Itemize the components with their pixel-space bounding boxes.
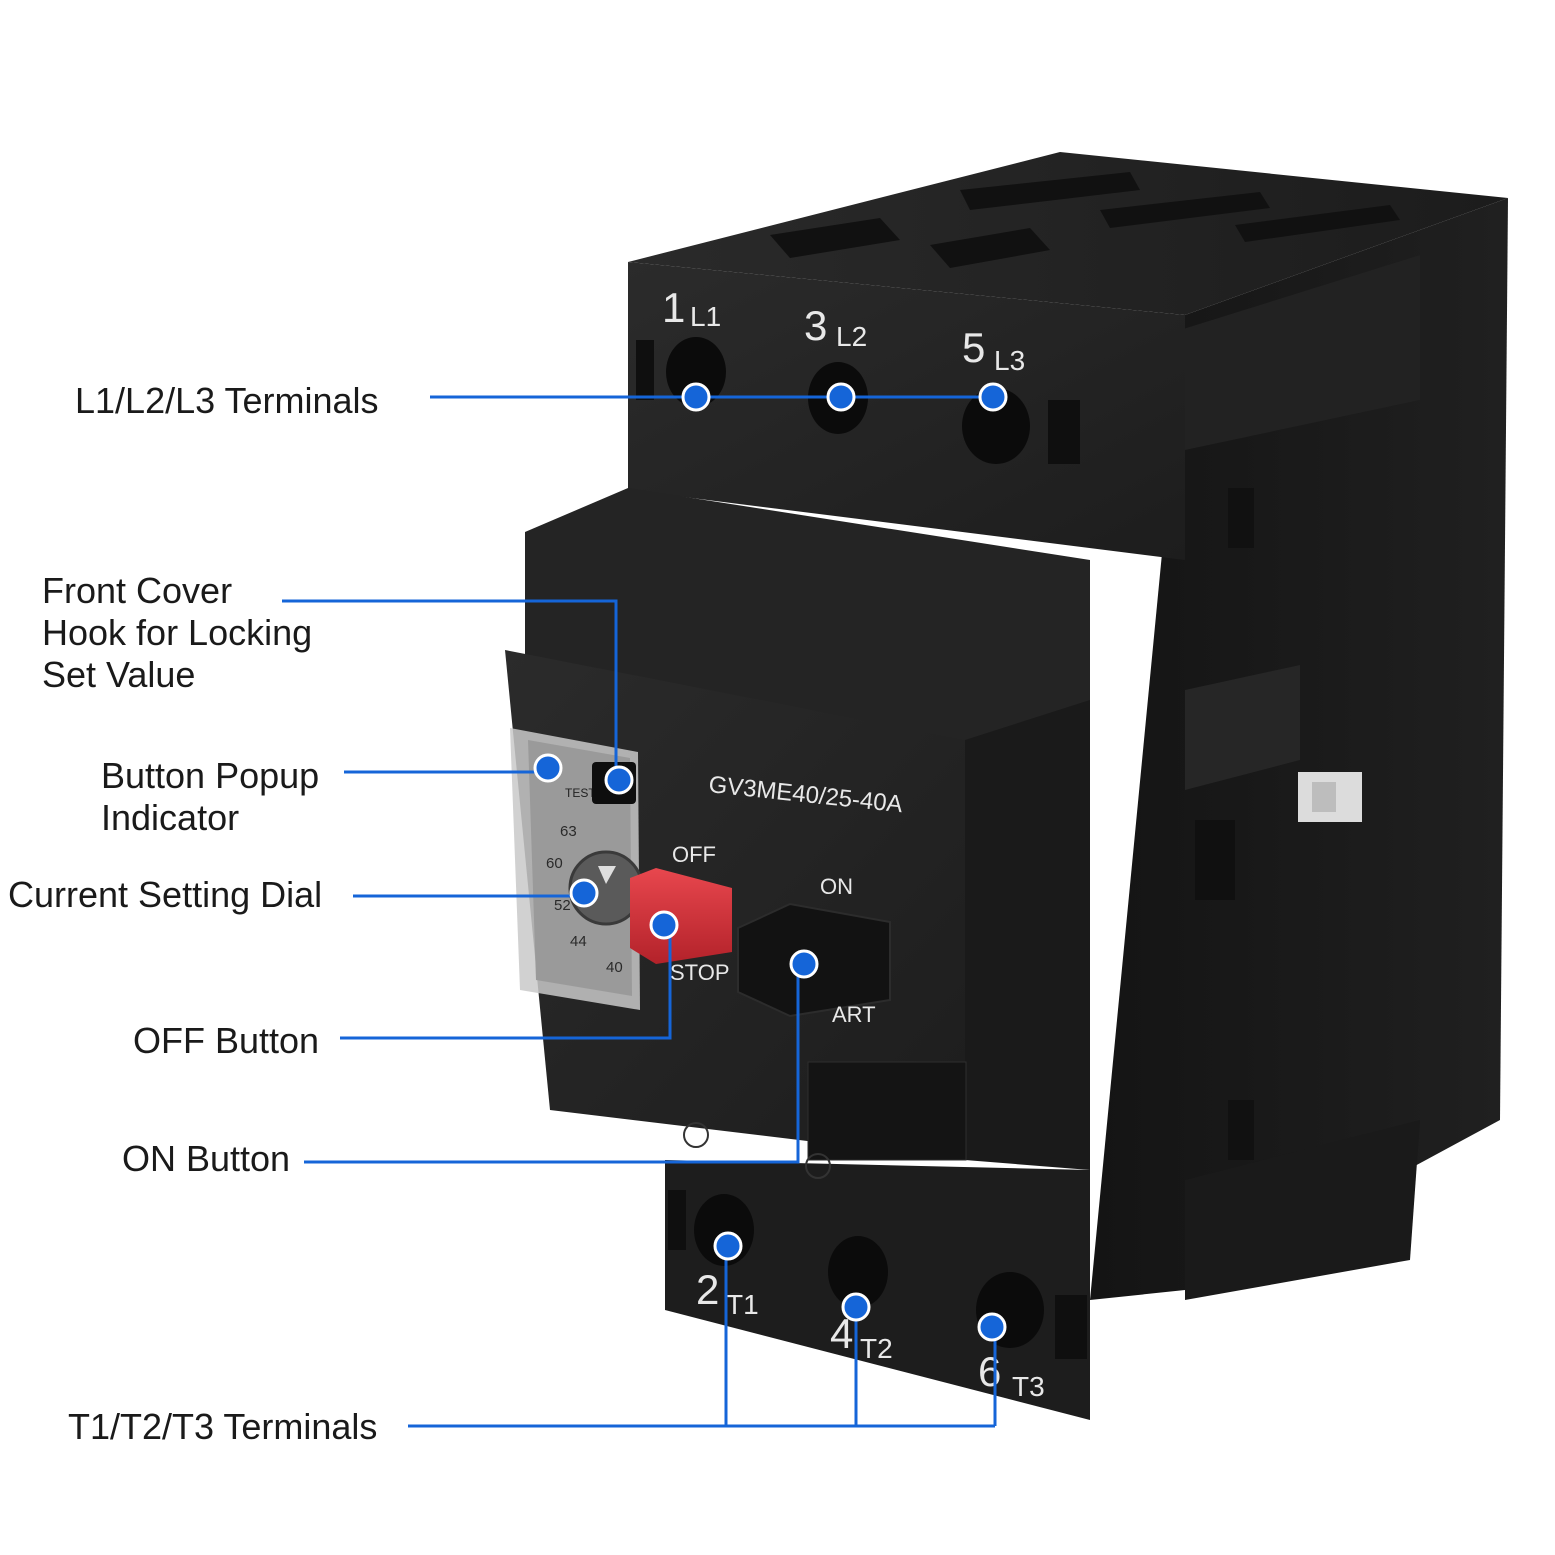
label-line: Hook for Locking bbox=[42, 612, 313, 653]
off-button[interactable] bbox=[630, 868, 732, 964]
marker-dot-off-button-1 bbox=[649, 910, 679, 940]
label-line: L1/L2/L3 Terminals bbox=[75, 380, 379, 421]
label-line: Front Cover bbox=[42, 570, 233, 611]
marker-dot-l-terminals-3 bbox=[978, 382, 1008, 412]
terminal-1-code: L1 bbox=[690, 301, 721, 332]
label-line: T1/T2/T3 Terminals bbox=[68, 1406, 378, 1447]
terminal-3-code: L2 bbox=[836, 321, 867, 352]
top-vent-slots bbox=[770, 172, 1400, 268]
marker-dot-front-cover-1 bbox=[604, 765, 634, 795]
terminal-2-num: 2 bbox=[696, 1266, 719, 1313]
marker-dot-popup-indicator-1 bbox=[533, 753, 563, 783]
label-setting-dial: Current Setting Dial bbox=[8, 874, 322, 916]
front-screw-right bbox=[805, 1153, 831, 1179]
lower-clips bbox=[668, 1190, 1087, 1359]
label-line: OFF Button bbox=[133, 1020, 320, 1061]
terminal-2-code: T1 bbox=[726, 1289, 759, 1320]
off-marking: OFF bbox=[672, 842, 716, 867]
label-line: Button Popup bbox=[101, 755, 320, 796]
label-line: Indicator bbox=[101, 797, 240, 838]
terminal-3-num: 3 bbox=[804, 302, 827, 349]
label-l-terminals: L1/L2/L3 Terminals bbox=[75, 380, 379, 422]
front-cover-right bbox=[965, 700, 1090, 1170]
on-marking: ON bbox=[820, 874, 853, 899]
dial-scale-40: 40 bbox=[606, 959, 623, 976]
terminal-5-code: L3 bbox=[994, 345, 1025, 376]
side-details bbox=[1180, 255, 1420, 1300]
marker-dot-t-terminals-3 bbox=[977, 1312, 1007, 1342]
marker-dot-setting-dial-1 bbox=[569, 878, 599, 908]
terminal-5-num: 5 bbox=[962, 324, 985, 371]
terminal-1-num: 1 bbox=[662, 284, 685, 331]
dial-scale-63: 63 bbox=[560, 823, 577, 840]
terminal-4-code: T2 bbox=[860, 1333, 893, 1364]
housing-top bbox=[628, 152, 1508, 315]
marker-dot-on-button-1 bbox=[789, 949, 819, 979]
leader-line-front-cover bbox=[282, 599, 618, 780]
dial-scale-44: 44 bbox=[570, 933, 587, 950]
lower-terminal-holes bbox=[694, 1194, 1044, 1348]
leader-line-on-button bbox=[304, 964, 800, 1164]
front-screw-left bbox=[683, 1122, 709, 1148]
dial-scale-60: 60 bbox=[546, 855, 563, 872]
marker-dot-t-terminals-2 bbox=[841, 1292, 871, 1322]
label-t-terminals: T1/T2/T3 Terminals bbox=[68, 1406, 377, 1448]
label-line: Set Value bbox=[42, 654, 196, 695]
leader-line-off-button bbox=[340, 925, 672, 1040]
label-line: Current Setting Dial bbox=[8, 874, 323, 915]
marker-dot-t-terminals-1 bbox=[713, 1231, 743, 1261]
terminal-6-code: T3 bbox=[1012, 1371, 1045, 1402]
lock-tab bbox=[807, 1061, 967, 1161]
label-off-button: OFF Button bbox=[133, 1020, 319, 1062]
upper-clips bbox=[636, 340, 1080, 464]
dial-scale-52: 52 bbox=[554, 897, 571, 914]
label-front-cover: Front Cover Hook for Locking Set Value bbox=[42, 570, 312, 696]
terminal-4-num: 4 bbox=[830, 1310, 853, 1357]
label-on-button: ON Button bbox=[122, 1138, 290, 1180]
label-line: ON Button bbox=[122, 1138, 291, 1179]
marker-dot-l-terminals-1 bbox=[681, 382, 711, 412]
test-label: TEST bbox=[565, 786, 596, 800]
upper-terminal-block bbox=[628, 262, 1185, 560]
label-popup-indicator: Button Popup Indicator bbox=[101, 755, 319, 839]
stop-marking: STOP bbox=[670, 960, 730, 985]
start-marking: ART bbox=[832, 1002, 876, 1027]
leader-line-t-terminals bbox=[408, 1247, 997, 1428]
marker-dot-l-terminals-2 bbox=[826, 382, 856, 412]
